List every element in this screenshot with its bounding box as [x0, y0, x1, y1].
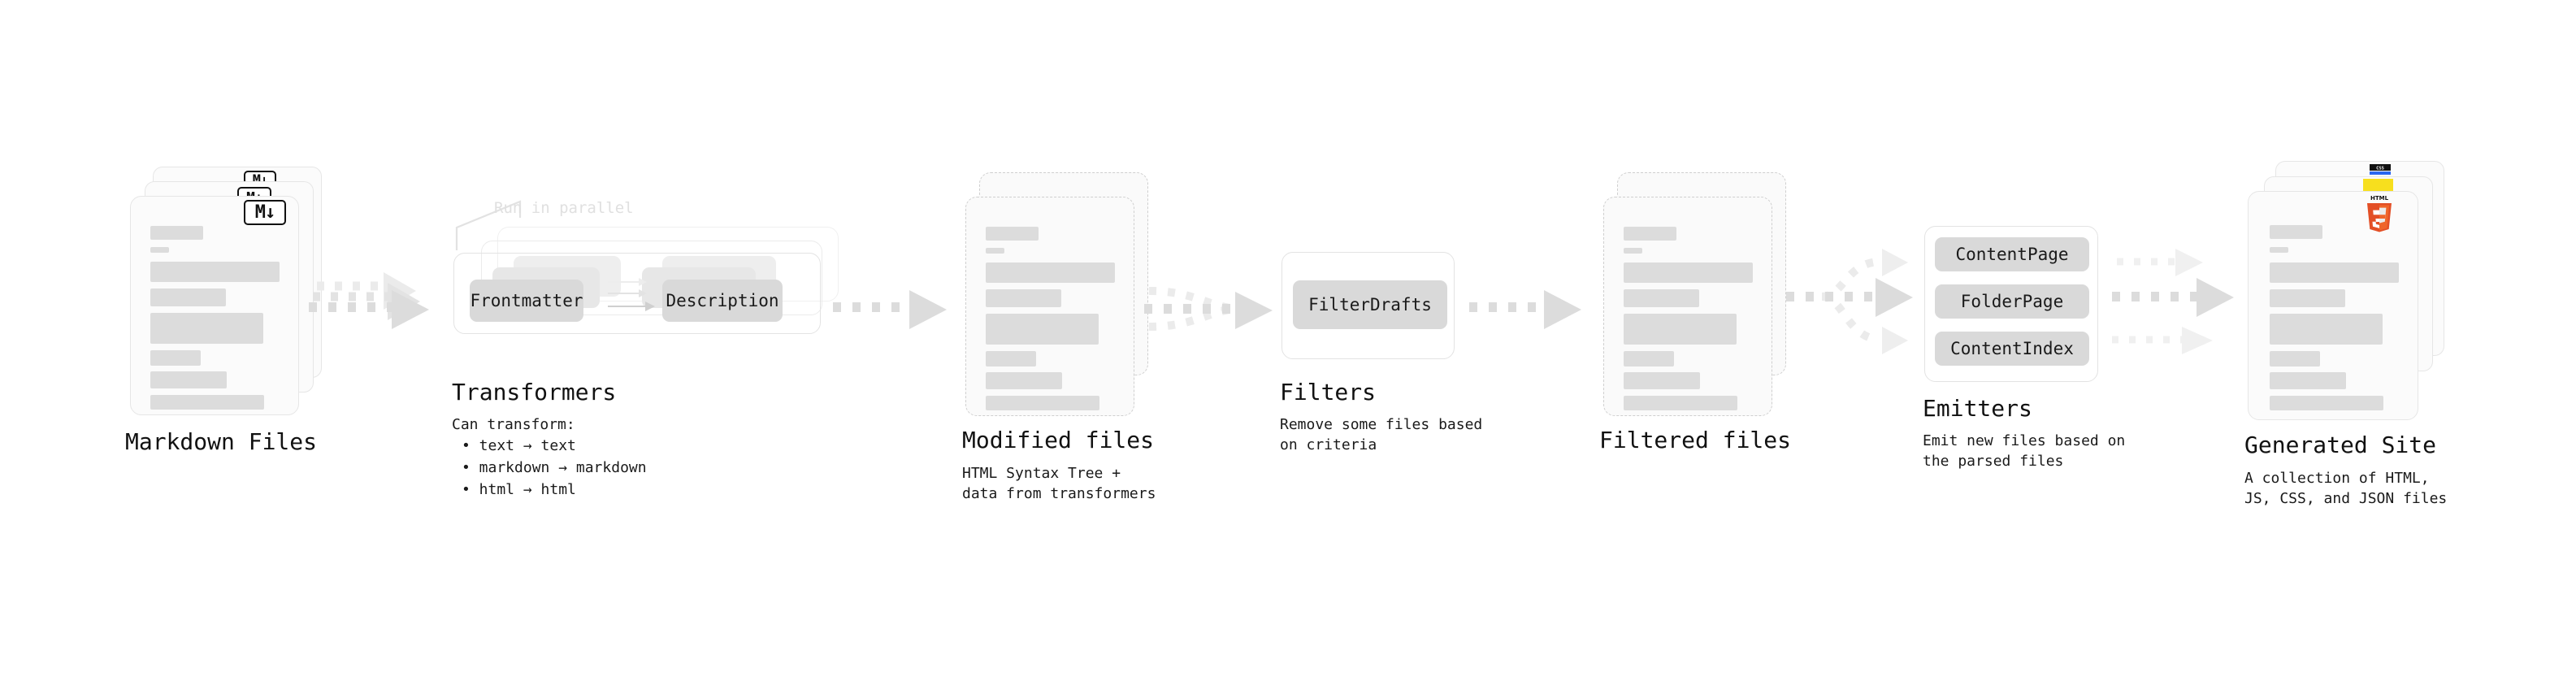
arrow-filters-to-filtered: [1469, 276, 1591, 349]
filtered-file-card-front: [1603, 197, 1772, 416]
emitter-chip-folderpage[interactable]: FolderPage: [1935, 284, 2089, 319]
arrow-modified-to-filters: [1144, 268, 1290, 358]
site-file-card-html: [2248, 191, 2418, 420]
transformer-chip-frontmatter[interactable]: Frontmatter: [470, 280, 583, 322]
transformer-inner-arrows: [608, 276, 697, 333]
markdown-file-card-front: [130, 196, 299, 415]
arrow-markdown-to-transformers: [309, 268, 439, 349]
generated-site-subtitle: A collection of HTML, JS, CSS, and JSON …: [2244, 470, 2448, 507]
css3-badge: CSS: [2370, 164, 2391, 175]
html5-badge-label: HTML: [2370, 195, 2389, 202]
run-in-parallel-label: Run in parallel: [494, 199, 634, 217]
transformers-subtitle: Can transform:: [452, 416, 575, 433]
markdown-badge-front: M↓: [244, 200, 286, 225]
modified-files-title: Modified files: [962, 427, 1155, 453]
svg-text:CSS: CSS: [2376, 167, 2384, 171]
run-in-parallel-bracket: [455, 195, 618, 252]
emitters-box: [1924, 226, 2098, 382]
emitters-subtitle: Emit new files based on the parsed files: [1923, 432, 2126, 470]
transformers-box-front: [453, 253, 821, 334]
generated-site-title: Generated Site: [2244, 432, 2437, 458]
modified-file-skeleton: [966, 197, 1134, 415]
transformers-bullet-2: • html → html: [462, 481, 576, 498]
emitter-chip-contentpage[interactable]: ContentPage: [1935, 237, 2089, 271]
site-file-skeleton: [2249, 192, 2418, 419]
filter-chip-filterdrafts[interactable]: FilterDrafts: [1293, 280, 1447, 329]
markdown-files-title: Markdown Files: [125, 428, 318, 455]
filters-title: Filters: [1280, 379, 1377, 406]
transformers-title: Transformers: [452, 379, 617, 406]
filters-box: [1281, 252, 1455, 359]
arrow-transformers-to-modified: [833, 276, 955, 349]
emitter-chip-contentindex[interactable]: ContentIndex: [1935, 332, 2089, 366]
modified-file-card-front: [965, 197, 1134, 416]
filters-subtitle: Remove some files based on criteria: [1280, 416, 1483, 453]
arrow-emitters-to-site: [2109, 236, 2255, 374]
filtered-file-skeleton: [1604, 197, 1772, 415]
arrow-filtered-to-emitters: [1780, 236, 1926, 374]
emitters-title: Emitters: [1923, 395, 2032, 422]
filtered-files-title: Filtered files: [1599, 427, 1792, 453]
transformers-bullet-0: • text → text: [462, 437, 576, 454]
transformers-bullet-1: • markdown → markdown: [462, 459, 647, 476]
html5-badge: HTML: [2363, 193, 2396, 232]
modified-files-subtitle: HTML Syntax Tree + data from transformer…: [962, 465, 1156, 502]
transformers-box-back1: [481, 241, 822, 315]
markdown-file-skeleton: [131, 197, 298, 414]
transformer-chip-description[interactable]: Description: [662, 280, 783, 322]
